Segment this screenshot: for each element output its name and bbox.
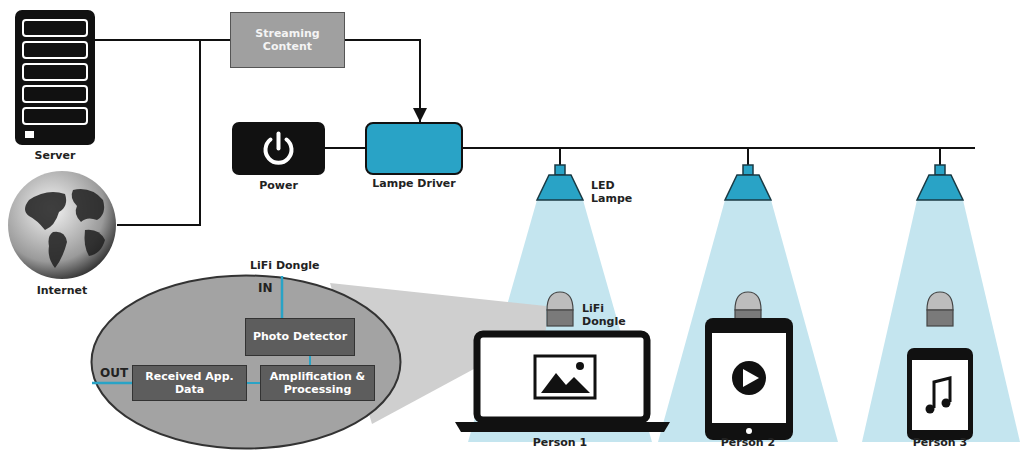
- tablet-screen: [712, 333, 786, 423]
- person-label: Person 1: [533, 436, 587, 449]
- process-box: Streaming Content: [230, 12, 345, 68]
- process-box: Photo Detector: [245, 318, 355, 356]
- node-label: LiFi Dongle: [582, 302, 634, 328]
- box-text: Received App. Data: [139, 370, 240, 396]
- home-button: [746, 428, 752, 434]
- globe-drawing: [7, 170, 117, 280]
- image-icon: [535, 356, 595, 398]
- connector: [117, 40, 230, 225]
- tablet-body: [705, 318, 793, 440]
- phone-screen: [912, 360, 968, 430]
- power-bus: [560, 148, 975, 165]
- node-label: LiFi Dongle: [250, 259, 320, 272]
- driver-box: Lampe Driver: [365, 122, 463, 175]
- dongle: [735, 292, 761, 326]
- led-lamp: LED Lampe: [537, 165, 583, 200]
- lamps: [725, 165, 963, 200]
- dongle-drawing: [544, 290, 576, 330]
- lamp-shade: [725, 175, 771, 200]
- zoom-circle: Photo DetectorAmplification & Processing…: [90, 274, 402, 450]
- music-note-head: [942, 399, 951, 408]
- image-mountains: [541, 373, 590, 393]
- play-button: [732, 361, 766, 395]
- laptop-base: [455, 422, 670, 432]
- in-line: [281, 276, 284, 318]
- connector: [325, 147, 365, 149]
- server-slot: [23, 42, 87, 58]
- person-label: Person 2: [721, 436, 775, 449]
- zoom-ellipse: [90, 274, 402, 450]
- light-cones: [468, 200, 1020, 442]
- light-cone: [658, 200, 838, 442]
- dongle: [927, 292, 953, 326]
- lamp-neck: [935, 165, 945, 175]
- node-label: Lampe Driver: [372, 177, 455, 190]
- port-label: OUT: [100, 366, 128, 380]
- continent: [85, 230, 106, 256]
- node-label: LED Lampe: [591, 179, 643, 205]
- node-label: Internet: [37, 284, 88, 297]
- lamp-drawing: [537, 165, 583, 200]
- phone-body: [907, 348, 973, 440]
- internet-globe: Internet: [7, 170, 117, 280]
- continent: [25, 192, 66, 230]
- connector: [345, 40, 420, 122]
- dongle-band: [547, 310, 573, 326]
- connector: [463, 148, 560, 165]
- zoom-shading: [330, 283, 546, 424]
- music-note-head: [926, 405, 935, 414]
- music-note: [934, 378, 950, 408]
- node-label: Power: [259, 179, 298, 192]
- light-cone: [468, 200, 652, 442]
- server-slot: [23, 64, 87, 80]
- server-icon: Server: [15, 10, 95, 145]
- laptop: [455, 334, 670, 432]
- bus-wire: [560, 148, 975, 165]
- power-bar: [277, 134, 281, 149]
- port-label: IN: [258, 281, 273, 295]
- phone: [907, 348, 973, 440]
- laptop-screen: [477, 334, 647, 420]
- connector: [309, 356, 311, 365]
- globe-sphere: [8, 171, 116, 279]
- lamp-shade: [537, 175, 583, 200]
- dongle-dome: [927, 292, 953, 310]
- continent: [72, 189, 104, 222]
- dongle-band: [927, 310, 953, 326]
- lamp-neck: [555, 165, 565, 175]
- light-cone: [862, 200, 1020, 442]
- dongle-band: [735, 310, 761, 326]
- dongle-dome: [735, 292, 761, 310]
- lamp-shade: [917, 175, 963, 200]
- continent: [49, 232, 68, 268]
- node-label: Server: [35, 149, 76, 162]
- tablet: [705, 318, 793, 440]
- box-text: Amplification & Processing: [267, 370, 368, 396]
- power-icon: Power: [232, 122, 325, 175]
- lifi-dongle: LiFi Dongle: [544, 290, 576, 330]
- server-slot: [23, 20, 87, 36]
- dongle-dome: [547, 292, 573, 310]
- connector: [247, 382, 260, 384]
- server-slot: [23, 86, 87, 102]
- image-sun: [576, 362, 584, 370]
- power-symbol: [232, 122, 325, 175]
- person-label: Person 3: [913, 436, 967, 449]
- server-led: [25, 131, 34, 138]
- process-box: Received App. Data: [132, 365, 247, 401]
- play-triangle: [743, 369, 759, 387]
- out-line: [92, 382, 132, 385]
- box-text: Streaming Content: [237, 27, 338, 53]
- zoom-outline: [92, 276, 401, 449]
- server-drawing: [15, 10, 95, 145]
- box-text: Photo Detector: [253, 330, 347, 343]
- lamp-neck: [743, 165, 753, 175]
- process-box: Amplification & Processing: [260, 365, 375, 401]
- server-slot: [23, 108, 87, 124]
